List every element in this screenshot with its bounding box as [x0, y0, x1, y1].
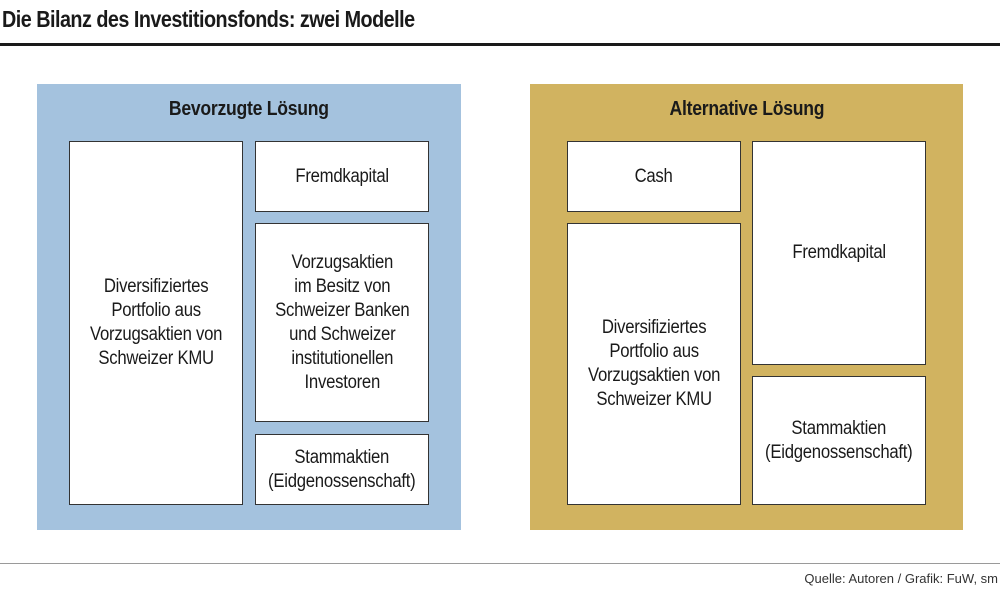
box-right-fremdkapital: Fremdkapital: [752, 141, 926, 365]
panel-preferred-solution: Bevorzugte Lösung Diversifiziertes Portf…: [37, 84, 461, 530]
box-right-stammaktien-label: Stammaktien (Eidgenossenschaft): [765, 417, 913, 463]
box-right-cash: Cash: [567, 141, 741, 212]
panel-title-preferred-text: Bevorzugte Lösung: [169, 98, 329, 120]
panel-title-preferred: Bevorzugte Lösung: [37, 98, 461, 121]
box-right-assets-portfolio-label: Diversifiziertes Portfolio aus Vorzugsak…: [587, 317, 721, 410]
source-note: Quelle: Autoren / Grafik: FuW, sm: [804, 571, 998, 586]
panel-title-alternative: Alternative Lösung: [530, 98, 963, 121]
box-left-fremdkapital: Fremdkapital: [255, 141, 429, 212]
box-left-vorzugsaktien: Vorzugsaktien im Besitz von Schweizer Ba…: [255, 223, 429, 422]
box-left-vorzugsaktien-label: Vorzugsaktien im Besitz von Schweizer Ba…: [274, 251, 410, 393]
title-divider: [0, 43, 1000, 46]
page-title: Die Bilanz des Investitionsfonds: zwei M…: [2, 6, 415, 32]
box-right-fremdkapital-label: Fremdkapital: [792, 242, 886, 263]
panel-title-alternative-text: Alternative Lösung: [669, 98, 824, 120]
footer-divider: [0, 563, 1000, 564]
box-right-cash-label: Cash: [635, 165, 673, 187]
box-left-stammaktien: Stammaktien (Eidgenossenschaft): [255, 434, 429, 505]
box-left-fremdkapital-label: Fremdkapital: [295, 165, 389, 187]
box-left-assets-portfolio-label: Diversifiziertes Portfolio aus Vorzugsak…: [89, 276, 223, 369]
box-left-assets-portfolio: Diversifiziertes Portfolio aus Vorzugsak…: [69, 141, 243, 505]
box-right-stammaktien: Stammaktien (Eidgenossenschaft): [752, 376, 926, 505]
box-right-assets-portfolio: Diversifiziertes Portfolio aus Vorzugsak…: [567, 223, 741, 505]
box-left-stammaktien-label: Stammaktien (Eidgenossenschaft): [268, 446, 416, 492]
panel-alternative-solution: Alternative Lösung Cash Diversifiziertes…: [530, 84, 963, 530]
